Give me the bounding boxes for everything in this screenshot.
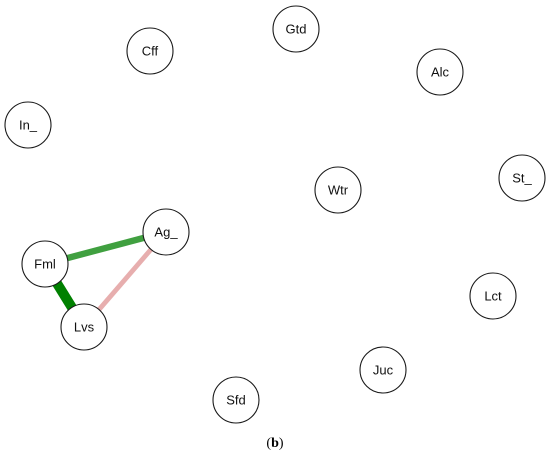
node-circle-in	[4, 101, 52, 149]
node-circle-juc	[359, 346, 407, 394]
node-circle-lvs	[60, 303, 108, 351]
node-circle-ag	[142, 208, 190, 256]
node-label-juc: Juc	[373, 363, 394, 378]
node-circle-cff	[126, 27, 174, 75]
node-sfd: Sfd	[212, 376, 260, 424]
node-label-cff: Cff	[142, 44, 159, 59]
node-circle-fml	[21, 240, 69, 288]
caption-letter: b	[271, 436, 279, 451]
node-circle-alc	[416, 48, 464, 96]
node-label-in: In_	[19, 118, 38, 133]
caption-open: (	[266, 436, 272, 451]
node-label-st: St_	[512, 171, 532, 186]
node-label-lct: Lct	[484, 289, 502, 304]
node-circle-st	[498, 154, 546, 202]
node-label-fml: Fml	[34, 257, 56, 272]
node-fml: Fml	[21, 240, 69, 288]
node-circle-gtd	[272, 5, 320, 53]
node-label-lvs: Lvs	[74, 320, 95, 335]
figure-caption: (b)	[0, 436, 550, 452]
node-juc: Juc	[359, 346, 407, 394]
node-lvs: Lvs	[60, 303, 108, 351]
node-alc: Alc	[416, 48, 464, 96]
node-lct: Lct	[469, 272, 517, 320]
caption-close: )	[278, 436, 284, 451]
node-in: In_	[4, 101, 52, 149]
node-circle-lct	[469, 272, 517, 320]
node-label-sfd: Sfd	[226, 393, 246, 408]
node-circle-sfd	[212, 376, 260, 424]
node-cff: Cff	[126, 27, 174, 75]
node-label-ag: Ag_	[154, 225, 178, 240]
node-st: St_	[498, 154, 546, 202]
node-ag: Ag_	[142, 208, 190, 256]
node-gtd: Gtd	[272, 5, 320, 53]
node-wtr: Wtr	[314, 166, 362, 214]
node-label-wtr: Wtr	[328, 183, 349, 198]
node-circle-wtr	[314, 166, 362, 214]
node-label-gtd: Gtd	[286, 22, 307, 37]
node-label-alc: Alc	[431, 65, 450, 80]
